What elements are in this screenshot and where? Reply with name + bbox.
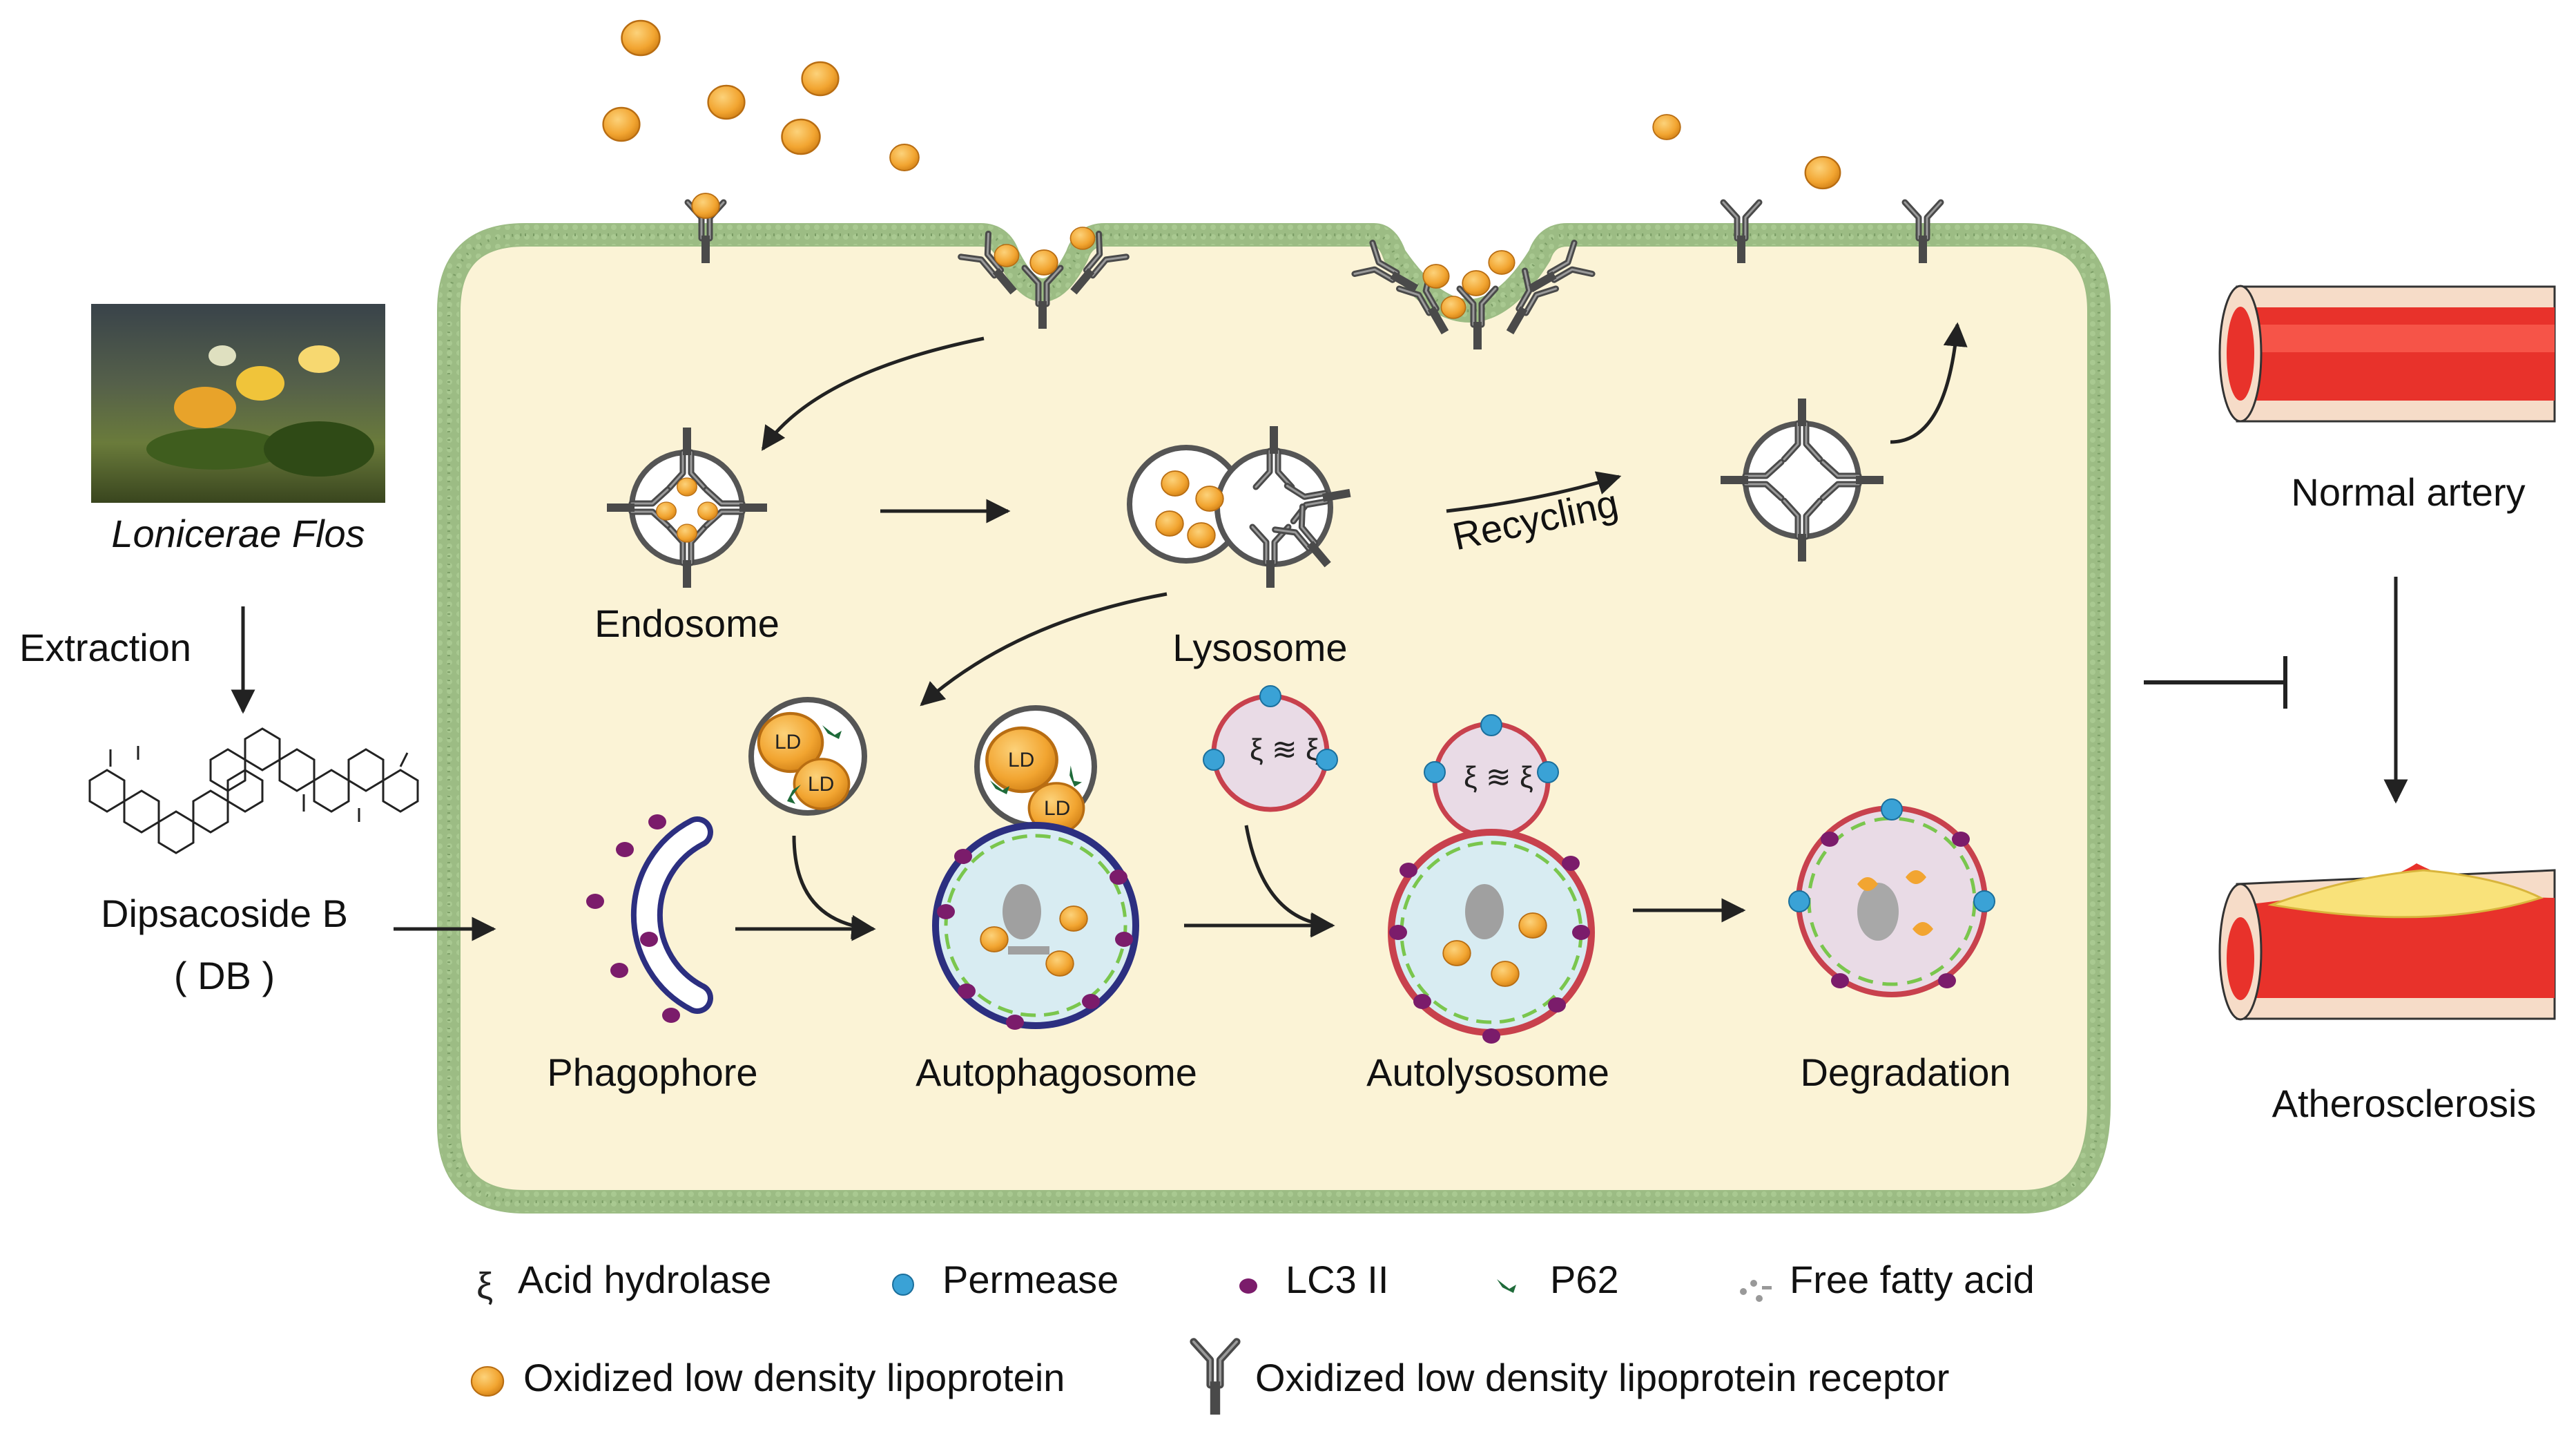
svg-text:ξ ≋ ξ: ξ ≋ ξ [1464,760,1533,794]
legend-p62: P62 [1550,1258,1619,1301]
ld-label: LD [1008,749,1034,771]
ld-labels: LD LD LD LD [775,731,1070,820]
dipsacoside-b-structure [88,727,419,854]
hydrolase-lysosome: ξ ≋ ξ [1203,685,1338,812]
legend-oxldl-receptor: Oxidized low density lipoprotein recepto… [1255,1356,1950,1399]
lonicerae-flos-photo [91,304,385,503]
extraction-label: Extraction [19,626,191,669]
svg-text:ξ ≋ ξ: ξ ≋ ξ [1250,733,1319,767]
p62-icon [1497,1279,1516,1293]
atherosclerosis-artery-illustration [2218,863,2556,1021]
endosome-label: Endosome [594,602,779,645]
plant-name: Lonicerae Flos [111,512,365,555]
ld-label: LD [775,731,801,754]
legend-free-fatty-acid: Free fatty acid [1790,1258,2035,1301]
legend-oxldl: Oxidized low density lipoprotein [523,1356,1065,1399]
legend-lc3-ii: LC3 II [1286,1258,1389,1301]
lc3-ii-icon [1239,1278,1257,1294]
compound-name: Dipsacoside B [101,892,348,935]
oxldl-icon [470,1365,505,1397]
phagophore-label: Phagophore [547,1051,758,1094]
lysosome-vesicle [1127,426,1353,588]
legend-icons: ξ [470,1265,1772,1415]
recycling-vesicle [1721,399,1883,562]
autolysosome-label: Autolysosome [1366,1051,1609,1094]
atherosclerosis-label: Atherosclerosis [2272,1082,2537,1125]
permease-icon [892,1274,914,1296]
endosome-vesicle [607,428,767,588]
degradation-label: Degradation [1800,1051,2011,1094]
degradation-structure [1788,798,1995,997]
free-fatty-acid-icon [1740,1280,1772,1302]
autophagosome-structure [932,705,1139,1030]
oxldl-receptor-icon [1194,1342,1237,1415]
normal-artery-label: Normal artery [2291,470,2526,514]
oxldl-particles-extracellular [602,19,1841,190]
pathway-arrows [231,322,2408,941]
autophagosome-label: Autophagosome [916,1051,1197,1094]
normal-artery-illustration [2218,285,2556,423]
inhibition-symbol [2144,656,2287,709]
autolysosome-structure: ξ ≋ ξ [1388,714,1595,1044]
ld-label: LD [1044,797,1070,820]
compound-abbrev: ( DB ) [173,954,275,997]
legend-acid-hydrolase: Acid hydrolase [518,1258,772,1301]
legend-permease: Permease [942,1258,1119,1301]
acid-hydrolase-icon: ξ [476,1265,493,1307]
lysosome-label: Lysosome [1172,626,1348,669]
lipid-droplet-vesicle [748,697,867,816]
phagophore-structure [586,814,713,1023]
ld-label: LD [808,773,834,796]
